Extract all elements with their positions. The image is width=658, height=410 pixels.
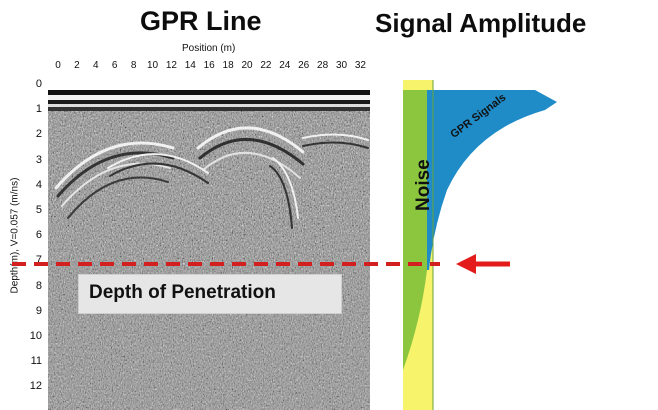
x-tick-label: 32: [354, 60, 366, 71]
y-tick-label: 11: [30, 355, 42, 368]
y-tick-label: 8: [35, 279, 42, 292]
x-tick-label: 4: [93, 60, 99, 71]
y-tick-label: 10: [29, 330, 42, 342]
x-tick-label: 2: [74, 60, 80, 71]
x-axis-label: Position (m): [182, 43, 236, 54]
x-tick-label: 22: [260, 60, 272, 71]
x-tick-label: 0: [55, 60, 61, 71]
y-tick-label: 9: [35, 304, 42, 317]
x-tick-label: 24: [279, 60, 291, 71]
y-tick-label: 4: [35, 178, 42, 191]
y-tick-label: 12: [29, 380, 42, 393]
y-tick-label: 0: [35, 78, 42, 90]
x-tick-label: 8: [130, 60, 137, 71]
depth-of-penetration-box: Depth of Penetration: [78, 274, 342, 314]
gpr-line-title: GPR Line: [140, 6, 262, 36]
y-tick-label: 6: [35, 229, 42, 242]
x-tick-label: 28: [317, 60, 329, 71]
noise-label: Noise: [413, 159, 434, 211]
x-tick-label: 30: [335, 60, 348, 71]
y-tick-label: 2: [35, 128, 42, 141]
x-tick-label: 26: [298, 60, 310, 71]
radargram-image: [48, 78, 370, 410]
y-tick-label: 7: [35, 254, 42, 267]
x-tick-label: 6: [111, 60, 118, 71]
y-tick-label: 5: [35, 204, 42, 216]
x-tick-label: 18: [222, 60, 234, 71]
y-axis-label: Depth(m), V=0.057 (m/ns): [9, 177, 21, 294]
x-tick-label: 12: [165, 60, 177, 71]
gpr-signal-curve: [427, 90, 557, 270]
x-tick-label: 16: [203, 60, 215, 71]
depth-of-penetration-label: Depth of Penetration: [89, 282, 276, 303]
x-tick-label: 14: [184, 60, 196, 71]
signal-amplitude-title: Signal Amplitude: [375, 8, 587, 38]
signal-amplitude-diagram: [403, 80, 557, 410]
y-tick-label: 1: [35, 103, 42, 116]
y-tick-label: 3: [35, 153, 42, 166]
noise-band: [403, 90, 427, 370]
x-tick-label: 10: [146, 60, 159, 71]
x-tick-label: 20: [241, 60, 253, 71]
